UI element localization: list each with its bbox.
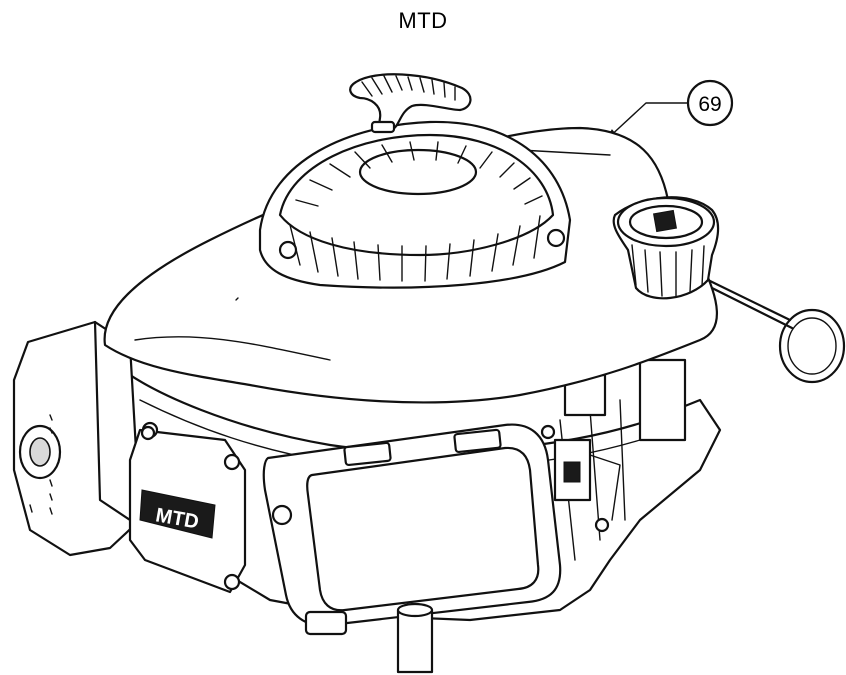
side-control [553,438,621,521]
air-filter-cover [262,423,562,627]
muffler [12,320,142,557]
brand-plate: MTD [128,421,247,594]
recoil-starter [258,120,572,289]
callout-label: 69 [698,93,721,116]
diagram-title: MTD [398,8,448,33]
pull-handle [349,73,472,134]
crankshaft [304,602,434,674]
callout-leader-line [605,102,689,141]
callout-69[interactable]: 69 [604,79,734,141]
shroud-bolts [140,424,610,533]
oil-fill-cap [612,196,846,384]
